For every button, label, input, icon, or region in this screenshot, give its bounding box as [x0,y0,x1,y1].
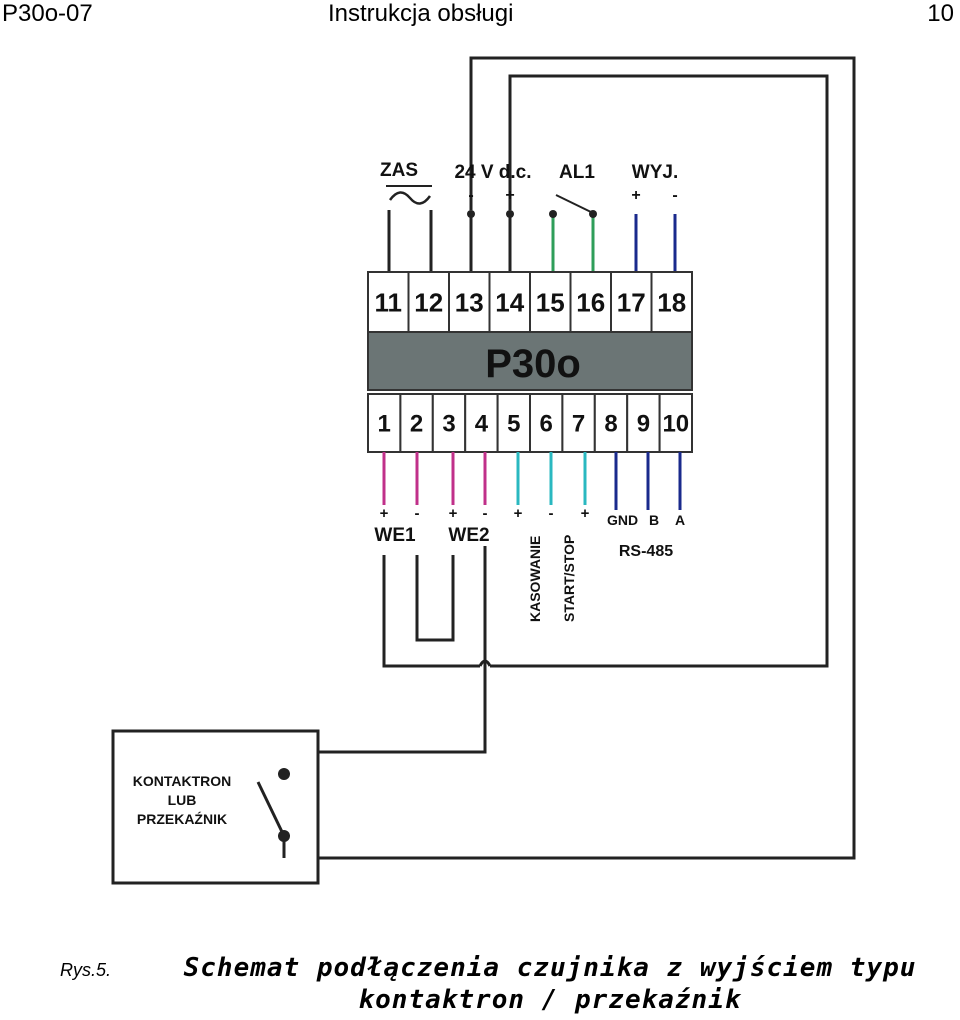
label-wyj: WYJ. [632,162,678,183]
bottom-terminal-label-5: 5 [507,411,520,438]
bottom-terminal-8 [593,393,629,453]
label-24v: 24 V d.c. [454,162,531,183]
top-terminal-label-12: 12 [414,287,443,317]
label-wyj-plus: + [631,187,640,204]
relay-contact-bottom [278,830,290,842]
page-header: P30o-07 Instrukcja obsługi 10 [0,0,960,32]
top-terminal-label-16: 16 [576,287,605,317]
relay-box: KONTAKTRON LUB PRZEKAŹNIK [111,729,320,885]
bottom-terminal-3 [431,393,467,453]
bottom-terminal-10 [658,393,693,453]
label-we2: WE2 [448,525,489,546]
bottom-terminal-2 [399,393,434,453]
label-we1-plus: + [380,505,389,522]
label-24v-minus: - [468,187,473,204]
top-terminal-18 [650,271,693,333]
bottom-terminal-label-9: 9 [637,411,650,438]
top-terminal-label-17: 17 [617,287,646,317]
device-body [367,331,693,391]
label-kasowanie: KASOWANIE [527,536,543,622]
bottom-terminal-1 [367,393,402,453]
top-terminal-16 [569,271,612,333]
label-start-plus: + [581,505,590,522]
relay-frame [111,729,320,885]
top-terminal-13 [448,271,491,333]
label-al1: AL1 [559,162,595,183]
bottom-terminal-4 [464,393,499,453]
label-start-minus: - [549,505,554,522]
bottom-terminal-label-7: 7 [572,411,585,438]
label-we1-minus: - [415,505,420,522]
relay-label-line2: LUB [168,792,197,808]
wire-we-jumper [415,555,455,642]
top-terminal-14 [488,271,531,333]
top-terminal-strip: 11 12 13 14 15 16 17 18 [367,271,693,333]
label-gnd: GND [607,512,638,528]
top-terminal-12 [407,271,450,333]
label-b: B [649,512,659,528]
bottom-terminal-label-2: 2 [410,411,423,438]
doc-title: Instrukcja obsługi [328,0,514,27]
top-terminal-label-11: 11 [375,287,403,317]
label-we2-plus: + [449,505,458,522]
bottom-terminal-label-10: 10 [662,411,689,438]
top-terminal-label-18: 18 [657,287,686,317]
bottom-terminal-label-8: 8 [604,411,617,438]
al1-switch [555,194,594,214]
top-terminal-label-13: 13 [455,287,484,317]
figure-number: Rys.5. [60,960,112,980]
top-terminal-11 [367,271,410,333]
relay-labels: KONTAKTRON LUB PRZEKAŹNIK [133,773,232,827]
zas-ac-symbol [386,185,432,205]
wire-14-inner-loop [490,74,829,668]
label-kas-plus: + [514,505,523,522]
label-rs485: RS-485 [619,543,673,560]
label-we1: WE1 [374,525,416,546]
relay-label-line3: PRZEKAŹNIK [137,811,227,827]
bottom-terminal-9 [626,393,661,453]
label-wyj-minus: - [672,187,677,204]
label-24v-plus: + [505,187,514,204]
bottom-terminal-label-3: 3 [442,411,455,438]
top-labels: ZAS 24 V d.c. - + AL1 WYJ. + - [380,160,678,204]
bottom-terminal-label-4: 4 [475,411,489,438]
label-start-stop: START/STOP [561,535,577,622]
bottom-labels: + - + - + - + WE1 WE2 KASOWANIE START/ST… [374,505,685,622]
dot-15 [549,210,557,218]
caption-line1: Schemat podłączenia czujnika z wyjściem … [183,953,917,983]
top-leads [387,194,677,272]
doc-code: P30o-07 [2,0,93,27]
relay-label-line1: KONTAKTRON [133,773,232,789]
top-lead-dots [467,210,597,218]
label-zas: ZAS [380,160,418,181]
dot-14 [506,210,514,218]
dot-13 [467,210,475,218]
page-number: 10 [927,0,954,27]
top-terminal-label-15: 15 [536,287,565,317]
label-a: A [675,512,685,528]
relay-contact-top [278,768,290,780]
figure-caption: Schemat podłączenia czujnika z wyjściem … [140,952,960,1016]
top-terminal-label-14: 14 [495,287,524,317]
bottom-terminal-5 [496,393,532,453]
bottom-terminal-label-6: 6 [540,411,553,438]
dot-16 [589,210,597,218]
device-name: P30o [485,342,581,386]
caption-line2: kontaktron / przekaźnik [358,985,742,1015]
wire-we1-loop [382,555,480,668]
bottom-leads [382,452,682,510]
bottom-terminal-7 [561,393,596,453]
bottom-terminal-label-1: 1 [378,411,391,438]
label-we2-minus: - [483,505,488,522]
